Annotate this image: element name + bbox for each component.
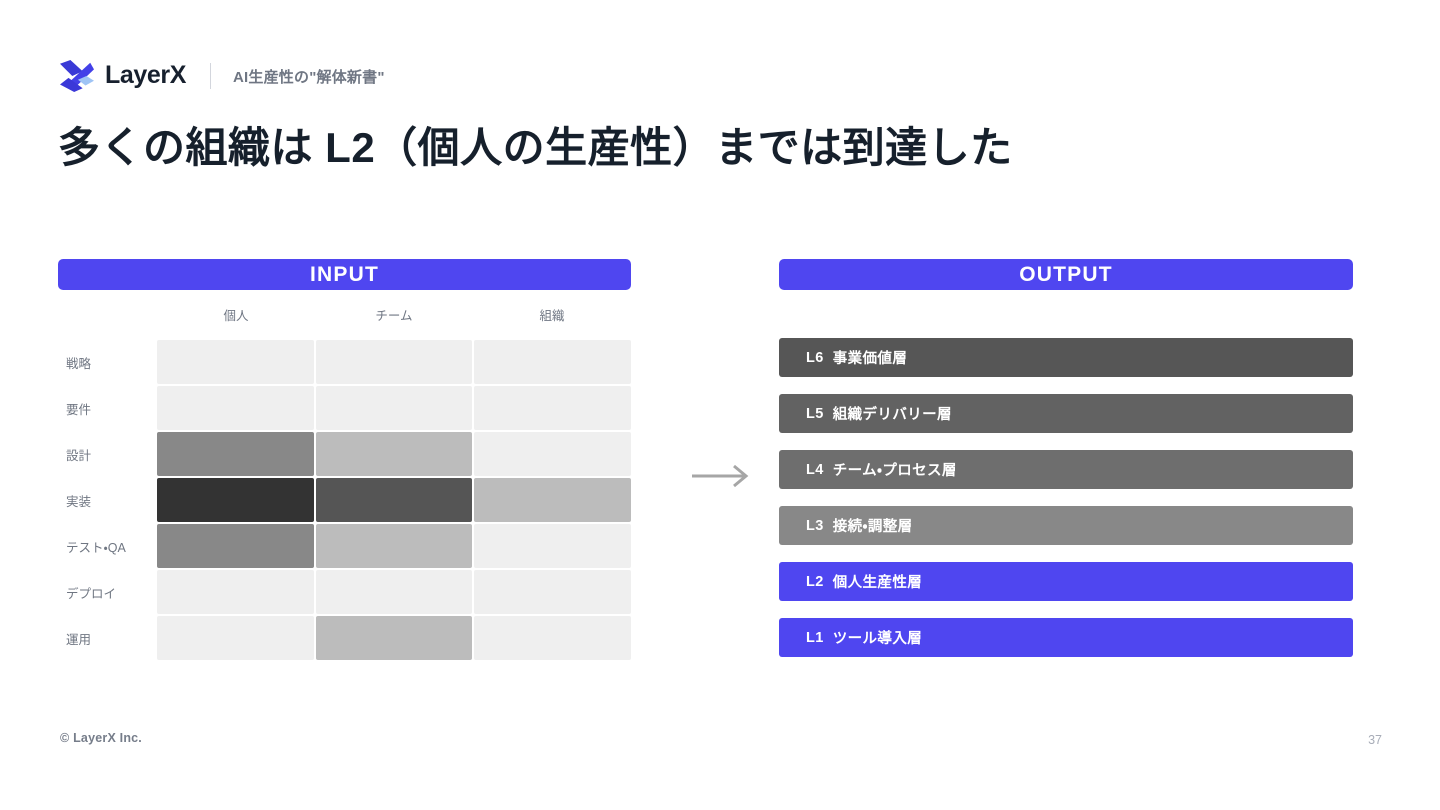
input-matrix: 個人 チーム 組織 戦略 要件 — [58, 310, 632, 661]
heatmap-cell — [315, 432, 473, 476]
input-panel-heading: INPUT — [58, 259, 631, 290]
heatmap-cell — [474, 524, 632, 568]
matrix-row-label: 運用 — [66, 632, 92, 647]
matrix-row-cells — [157, 615, 632, 661]
layer-bar-l5[interactable]: L5 組織デリバリー層 — [779, 394, 1353, 433]
matrix-column-header: 組織 — [539, 309, 565, 323]
heatmap-cell — [315, 570, 473, 614]
heatmap-cell — [474, 386, 632, 430]
matrix-row-label: デプロイ — [66, 586, 117, 601]
layer-bar-l4[interactable]: L4 チーム・プロセス層 — [779, 450, 1353, 489]
matrix-row-cells — [157, 477, 632, 523]
heatmap-cell — [315, 386, 473, 430]
layer-bar-l3[interactable]: L3 接続・調整層 — [779, 506, 1353, 545]
layer-bar-l6[interactable]: L6 事業価値層 — [779, 338, 1353, 377]
header-divider — [210, 63, 211, 89]
heatmap-cell — [157, 386, 314, 430]
matrix-row: 実装 — [58, 477, 632, 523]
matrix-row-cells — [157, 339, 632, 385]
layer-label: 組織デリバリー層 — [832, 407, 952, 423]
layer-code: L1 — [806, 629, 824, 646]
matrix-row-label: 実装 — [66, 494, 92, 509]
layer-label: ツール導入層 — [832, 631, 923, 647]
layer-label: 接続・調整層 — [832, 519, 913, 535]
matrix-row: 設計 — [58, 431, 632, 477]
heatmap-cell — [157, 616, 314, 660]
heatmap-cell — [315, 478, 473, 522]
matrix-row: 要件 — [58, 385, 632, 431]
matrix-row-cells — [157, 431, 632, 477]
layer-label: 個人生産性層 — [832, 575, 923, 591]
matrix-row-cells — [157, 569, 632, 615]
heatmap-cell — [474, 616, 632, 660]
footer-page-number: 37 — [1368, 733, 1382, 747]
matrix-row: 運用 — [58, 615, 632, 661]
matrix-row-cells — [157, 385, 632, 431]
layer-label: 事業価値層 — [832, 351, 908, 367]
layer-label: チーム・プロセス層 — [832, 463, 957, 479]
layer-bar-l1[interactable]: L1 ツール導入層 — [779, 618, 1353, 657]
heatmap-cell — [315, 524, 473, 568]
matrix-row-label: 要件 — [66, 402, 92, 417]
heatmap-cell — [157, 570, 314, 614]
layer-code: L6 — [806, 349, 824, 366]
matrix-row-cells — [157, 523, 632, 569]
heatmap-cell — [315, 616, 473, 660]
layer-code: L2 — [806, 573, 824, 590]
logo-wordmark: LayerX — [105, 60, 186, 89]
heatmap-cell — [474, 570, 632, 614]
layer-code: L5 — [806, 405, 824, 422]
header-subtitle: AI生産性の"解体新書" — [233, 68, 385, 86]
layer-bar-l2[interactable]: L2 個人生産性層 — [779, 562, 1353, 601]
matrix-column-header: 個人 — [223, 309, 249, 323]
heatmap-cell — [474, 340, 632, 384]
heatmap-cell — [157, 478, 314, 522]
matrix-row: デプロイ — [58, 569, 632, 615]
matrix-row: テスト・QA — [58, 523, 632, 569]
page-title: 多くの組織は L2（個人の生産性）までは到達した — [58, 124, 1013, 171]
matrix-row-label: 戦略 — [66, 356, 92, 371]
brand-header: LayerX AI生産性の"解体新書" — [58, 58, 385, 94]
heatmap-cell — [315, 340, 473, 384]
arrow-right-icon — [692, 464, 749, 488]
output-layer-stack: L6 事業価値層 L5 組織デリバリー層 L4 チーム・プロセス層 L3 接続・… — [779, 338, 1353, 657]
heatmap-cell — [157, 524, 314, 568]
matrix-column-header: チーム — [375, 309, 413, 323]
matrix-row-label: 設計 — [66, 448, 92, 463]
heatmap-cell — [474, 478, 632, 522]
heatmap-cell — [157, 340, 314, 384]
layerx-x-mark-icon — [60, 59, 94, 93]
output-panel-heading: OUTPUT — [779, 259, 1353, 290]
matrix-column-headers: 個人 チーム 組織 — [58, 310, 631, 334]
matrix-row: 戦略 — [58, 339, 632, 385]
layer-code: L3 — [806, 517, 824, 534]
heatmap-cell — [157, 432, 314, 476]
matrix-row-label: テスト・QA — [66, 540, 126, 555]
heatmap-cell — [474, 432, 632, 476]
matrix-body: 戦略 要件 設計 — [58, 339, 632, 661]
layer-code: L4 — [806, 461, 824, 478]
footer-copyright: © LayerX Inc. — [60, 731, 142, 745]
